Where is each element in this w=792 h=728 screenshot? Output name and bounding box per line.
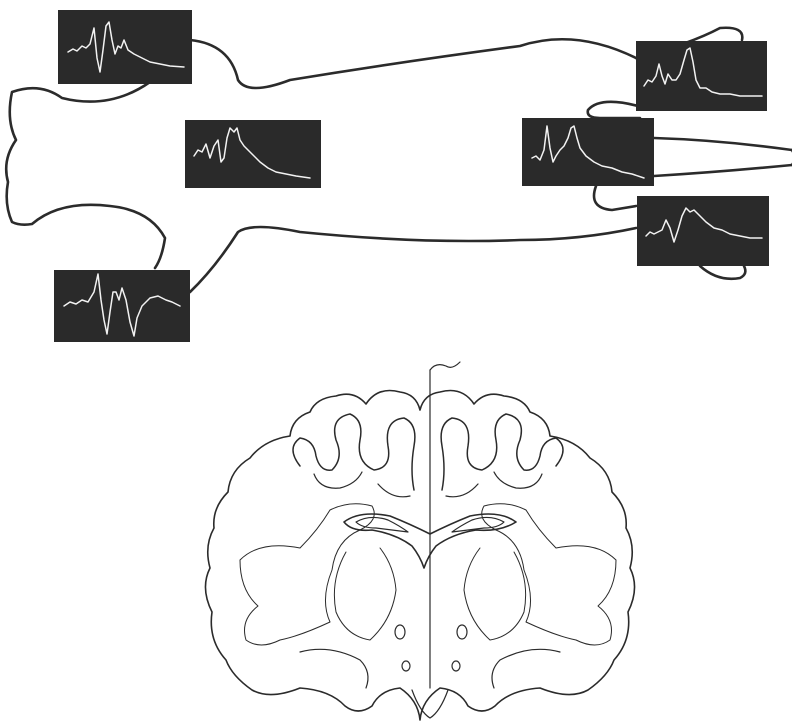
- electrode-tip: [430, 362, 460, 370]
- snout-upper: [654, 138, 792, 150]
- panel-face-snout: [522, 118, 654, 186]
- ear-lower-back: [594, 186, 636, 210]
- gyri-right-inner: [446, 472, 542, 497]
- body-lower-contour: [190, 227, 636, 292]
- panel-left-hindlimb: [54, 270, 190, 342]
- snout-lower: [654, 165, 792, 176]
- gyri-right: [441, 414, 563, 490]
- nucleus-left: [395, 625, 405, 639]
- panel-right-hindlimb: [637, 196, 769, 266]
- temporal-left: [300, 649, 368, 688]
- tail-end: [6, 82, 165, 268]
- body-upper-contour: [190, 39, 636, 88]
- nucleus-right: [457, 625, 467, 639]
- ear-upper-back: [588, 102, 640, 118]
- gyri-left: [293, 414, 415, 490]
- brain-outer-contour: [205, 391, 634, 721]
- internal-capsule-left: [334, 548, 396, 640]
- hypothalamus: [412, 690, 448, 718]
- temporal-right: [492, 649, 560, 688]
- internal-capsule-right: [464, 548, 526, 640]
- nucleus-left-low: [402, 661, 410, 671]
- gyri-left-inner: [314, 472, 410, 497]
- ear-lower: [700, 266, 745, 279]
- panel-left-forelimb: [58, 10, 192, 84]
- brain-section: [205, 362, 634, 720]
- nucleus-right-low: [452, 661, 460, 671]
- white-matter-right: [482, 504, 616, 645]
- white-matter-left: [240, 504, 374, 645]
